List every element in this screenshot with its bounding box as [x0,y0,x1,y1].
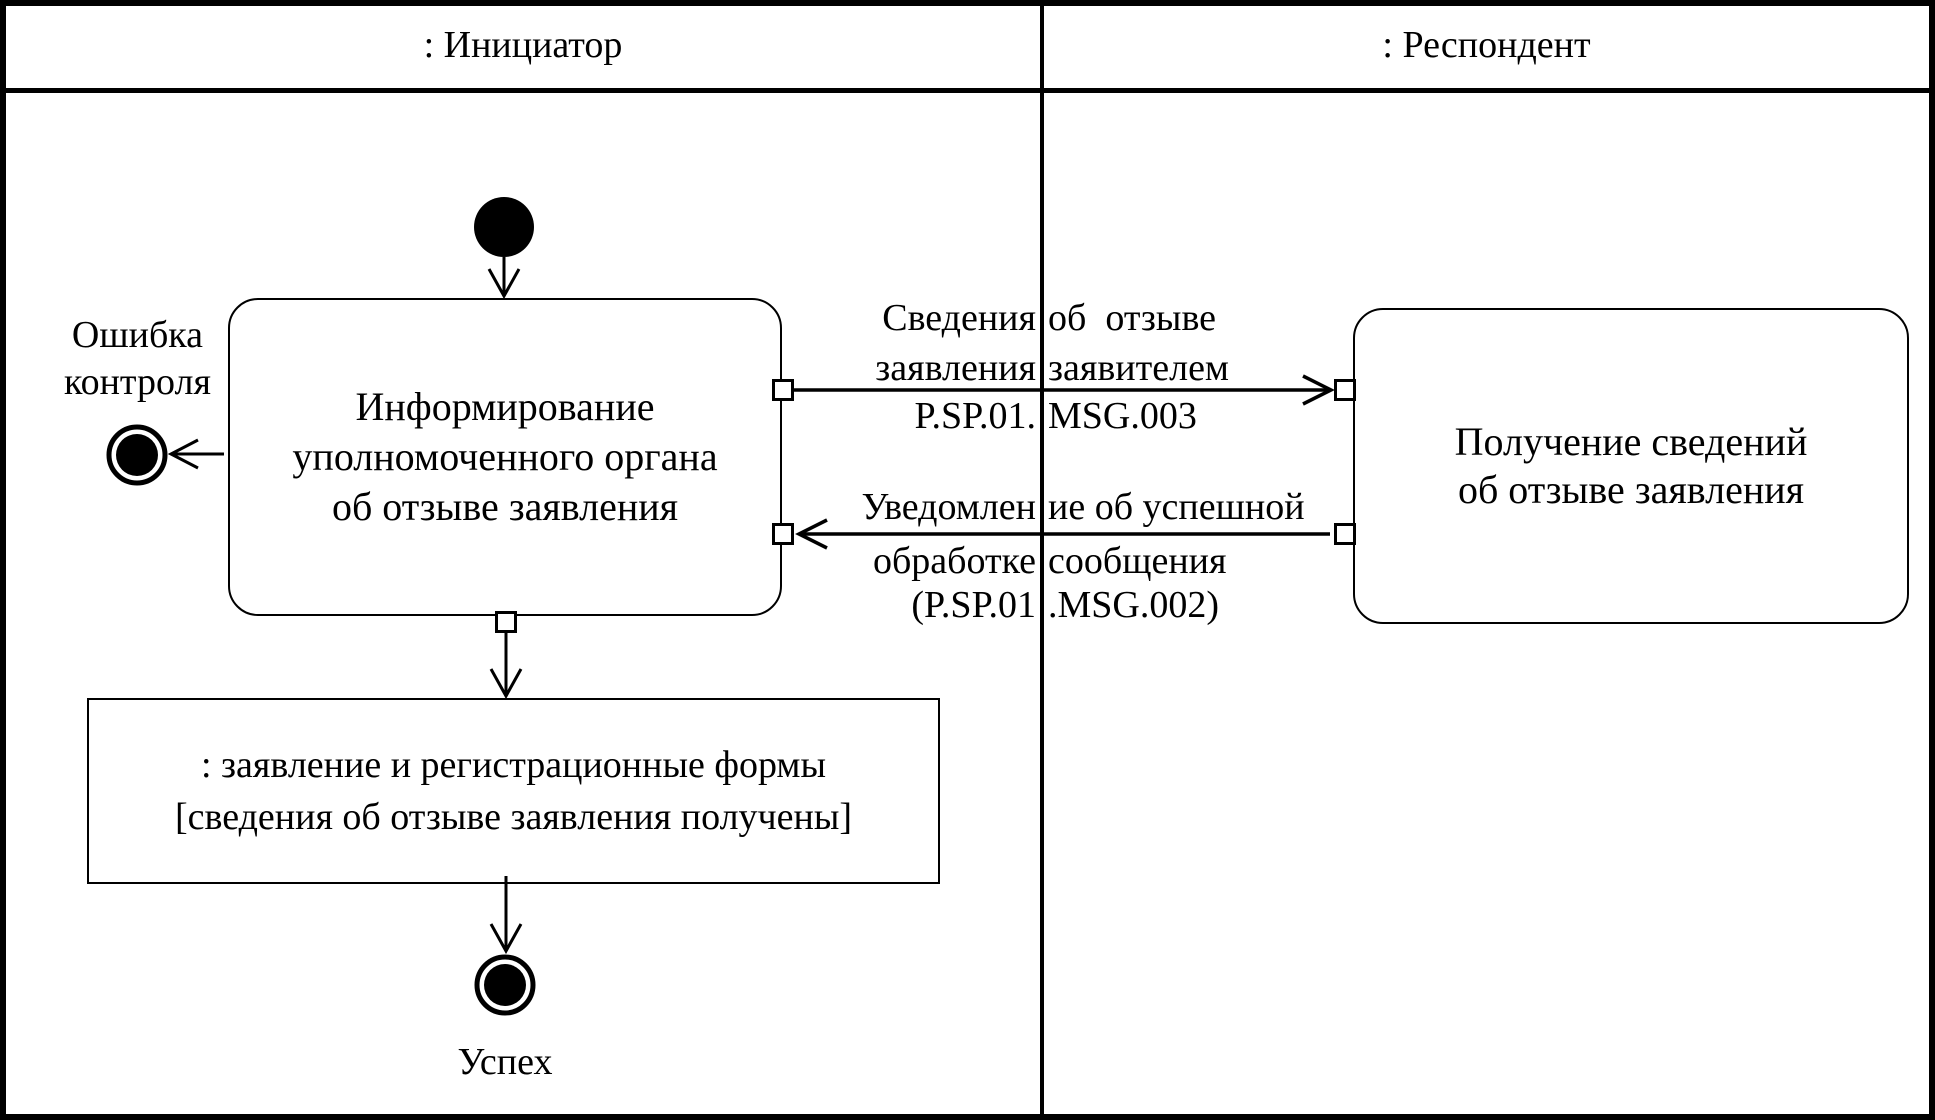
lane-header-initiator: : Инициатор [423,24,623,66]
message-2-label-line: Уведомлен ие об успешной [700,487,1380,527]
message-1-segment: заявления [875,347,1036,389]
activity-label-line: Информирование [355,384,655,429]
pin-object-flow [495,611,517,633]
success-final-node [474,954,536,1016]
error-arrow [167,438,224,470]
object-node-line: : заявление и регистрационные формы [200,744,826,786]
activity-receive-withdrawal-info: Получение сведений об отзыве заявления [1353,308,1909,624]
activity-label-line: об отзыве заявления [1457,467,1805,512]
message-1-segment: MSG.003 [1048,395,1197,437]
activity-inform-authorized-body: Информирование уполномоченного органа об… [228,298,782,616]
lane-header-respondent: : Респондент [1382,24,1591,66]
message-2-label-line: обработке сообщения [700,541,1380,581]
activity-label-line: об отзыве заявления [331,484,679,529]
object-node-line: [сведения об отзыве заявления получены] [174,796,853,838]
object-node-application-forms: : заявление и регистрационные формы [све… [87,698,940,884]
activity-label-line: уполномоченного органа [292,434,718,479]
pin-receive-ack [772,523,794,545]
message-1-segment: заявителем [1048,347,1229,389]
start-arrow [487,257,521,300]
error-final-node [106,424,168,486]
initial-node [474,197,534,257]
message-2-segment: ие об успешной [1048,486,1305,528]
message-2-segment: (P.SP.01 [911,584,1036,626]
message-1-label-line: Сведения об отзыве [700,298,1380,338]
message-2-segment: Уведомлен [861,486,1036,528]
success-arrow [489,876,523,955]
success-final-label: Успех [457,1041,553,1083]
message-2-segment: сообщения [1048,540,1227,582]
message-1-label-line: заявления заявителем [700,348,1380,388]
message-2-code-line: (P.SP.01 .MSG.002) [700,585,1380,625]
lane-header-separator [6,88,1929,93]
message-1-segment: Сведения [882,297,1036,339]
activity-label-line: Получение сведений [1454,419,1808,464]
message-1-segment: об отзыве [1048,297,1217,339]
error-label-line: контроля [64,361,211,403]
message-2-segment: .MSG.002) [1048,584,1220,626]
error-final-label: Ошибка контроля [20,312,255,406]
pin-send-ack [1334,523,1356,545]
lane-divider [1040,6,1044,1114]
message-1-code-line: P.SP.01. MSG.003 [700,396,1380,436]
pin-receive-message [1334,379,1356,401]
error-label-line: Ошибка [71,314,204,356]
object-flow-arrow [489,629,523,700]
message-2-segment: обработке [872,540,1036,582]
message-1-segment: P.SP.01. [914,395,1036,437]
